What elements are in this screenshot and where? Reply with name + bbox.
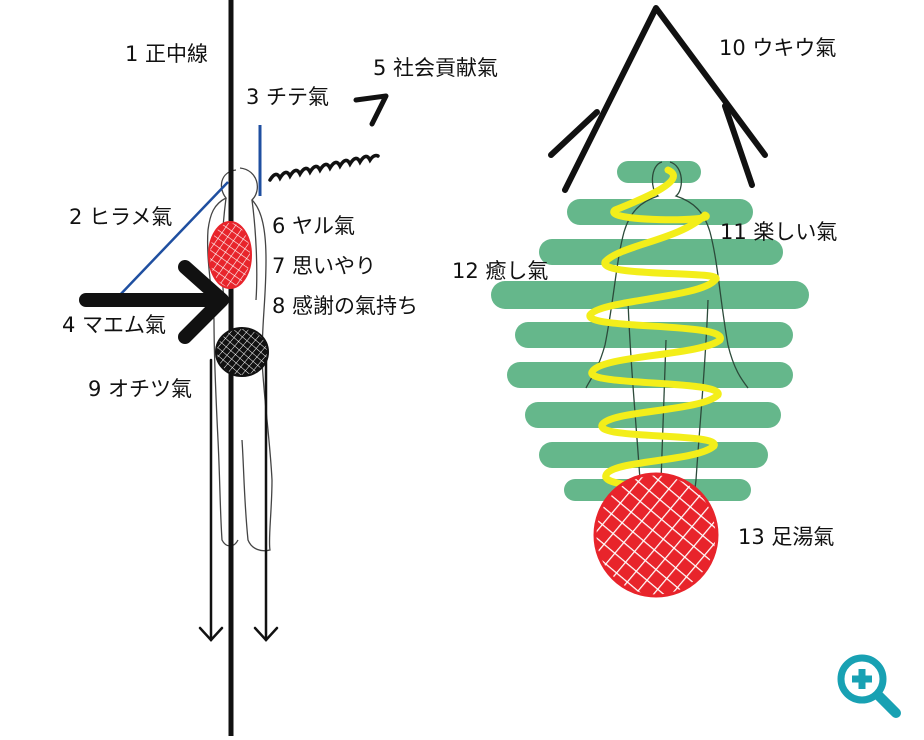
down-arrows bbox=[198, 358, 279, 642]
label-footbath: 13 足湯氣 bbox=[738, 525, 835, 549]
label-maemu: 4 マエム氣 bbox=[62, 313, 167, 337]
ukiu-arrows bbox=[548, 5, 768, 193]
zoom-in-icon bbox=[837, 654, 901, 718]
maemu-arrowhead bbox=[178, 260, 229, 344]
label-iyashi: 12 癒し氣 bbox=[452, 259, 549, 283]
label-hirame: 2 ヒラメ氣 bbox=[69, 205, 173, 229]
label-ukiu: 10 ウキウ氣 bbox=[719, 36, 837, 60]
social-contribution-arrowhead bbox=[353, 93, 389, 127]
label-ochitsu: 9 オチツ氣 bbox=[88, 377, 193, 401]
healing-green-strokes bbox=[491, 161, 809, 501]
label-chite: 3 チテ氣 bbox=[246, 85, 330, 109]
label-tanoshii: 11 楽しい氣 bbox=[720, 220, 838, 244]
happiness-yellow-spiral bbox=[586, 166, 724, 504]
social-contribution-arrow bbox=[268, 153, 380, 182]
ochitsu-black-circle bbox=[215, 327, 269, 377]
zoom-button[interactable] bbox=[834, 651, 904, 721]
label-gratitude: 8 感謝の氣持ち bbox=[272, 294, 419, 318]
label-yaru: 6 ヤル氣 bbox=[272, 214, 356, 238]
hirame-line bbox=[116, 181, 229, 299]
footbath-red-circle bbox=[593, 472, 719, 598]
label-social-contribution: 5 社会貢献氣 bbox=[373, 56, 499, 80]
label-omoiyari: 7 思いやり bbox=[272, 254, 377, 278]
chest-red-ellipse bbox=[208, 221, 252, 289]
label-midline: 1 正中線 bbox=[125, 42, 209, 66]
